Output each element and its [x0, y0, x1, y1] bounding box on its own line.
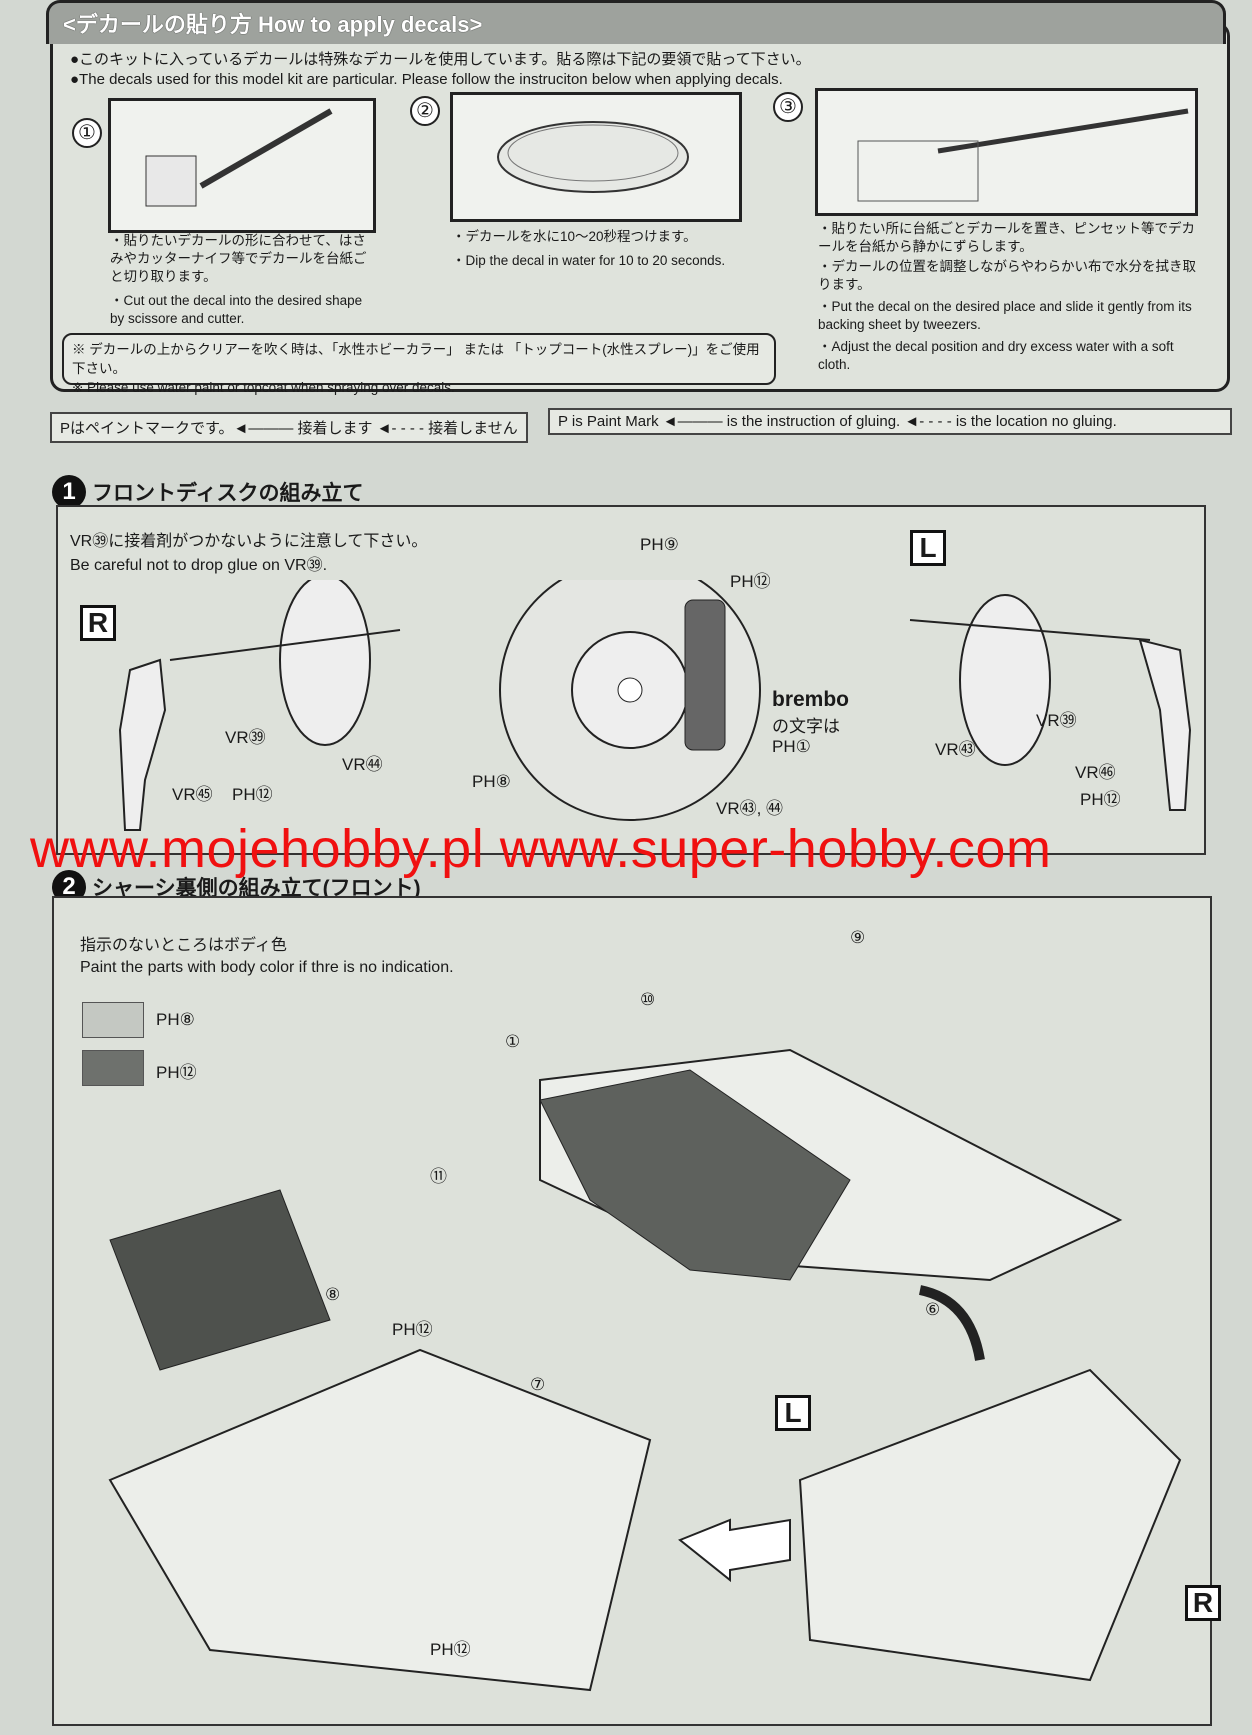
- part-11: ⑪: [430, 1167, 447, 1186]
- part-9: ⑨: [850, 928, 866, 947]
- decal-intro: ●このキットに入っているデカールは特殊なデカールを使用しています。貼る際は下記の…: [70, 50, 1110, 90]
- step1-badge: 1: [52, 475, 86, 509]
- scissors-hand-icon: [145, 108, 333, 207]
- step3-jp: ・貼りたい所に台紙ごとデカールを置き、ピンセット等でデカールを台紙から静かにずら…: [818, 221, 1196, 254]
- part-8: ⑧: [325, 1285, 341, 1304]
- step3-jp2: ・デカールの位置を調整しながらやわらかい布で水分を拭き取ります。: [818, 259, 1196, 292]
- swatch-ph8: [82, 1002, 144, 1038]
- chassis-assembly-diagram: [108, 1048, 1182, 1692]
- label-ph1: PH①: [772, 737, 811, 756]
- step2-note-jp: 指示のないところはボディ色: [80, 937, 287, 954]
- label-vr45: VR㊺: [172, 785, 213, 804]
- step2-jp: ・デカールを水に10〜20秒程つけます。: [452, 229, 697, 244]
- flow-arrow-left: [678, 1518, 791, 1583]
- label-vr39-left: VR㊴: [1036, 711, 1077, 730]
- step2-en: ・Dip the decal in water for 10 to 20 sec…: [452, 253, 726, 268]
- note-jp: ※ デカールの上からクリアーを吹く時は、「水性ホビーカラー」 または 「トップコ…: [72, 342, 760, 376]
- part-6: ⑥: [925, 1300, 941, 1319]
- step1-text: ・貼りたいデカールの形に合わせて、はさみやカッターナイフ等でデカールを台紙ごと切…: [110, 232, 370, 328]
- intro-en: ●The decals used for this model kit are …: [70, 71, 783, 88]
- lower-chassis-right: [798, 1368, 1182, 1682]
- step3-text: ・貼りたい所に台紙ごとデカールを置き、ピンセット等でデカールを台紙から静かにずら…: [818, 220, 1208, 374]
- label-vr46: VR㊻: [1075, 763, 1116, 782]
- label-vr39-right: VR㊴: [225, 728, 266, 747]
- label-ph9: PH⑨: [640, 535, 679, 554]
- spray-note: ※ デカールの上からクリアーを吹く時は、「水性ホビーカラー」 または 「トップコ…: [62, 333, 776, 395]
- step1-title: フロントディスクの組み立て: [92, 482, 364, 505]
- lower-chassis-left: [108, 1189, 652, 1692]
- disc-assembly-diagram: [118, 580, 1192, 831]
- legend-jp: Pはペイントマークです。◄——— 接着します ◄- - - - 接着しません: [50, 412, 528, 443]
- label-ph12-top: PH⑫: [392, 1320, 433, 1339]
- label-ph12-right: PH⑫: [232, 785, 273, 804]
- step2-left-label: L: [775, 1395, 811, 1431]
- label-ph12-bottom: PH⑫: [430, 1640, 471, 1659]
- part-1: ①: [505, 1032, 521, 1051]
- step3-en: ・Put the decal on the desired place and …: [818, 299, 1192, 332]
- water-dish-icon: [497, 121, 689, 193]
- step2-note-en: Paint the parts with body color if thre …: [80, 959, 454, 976]
- left-knuckle: [1138, 638, 1192, 811]
- cut-decal-illustration: [108, 98, 376, 233]
- note-en: ※ Please use water paint or topcoat when…: [72, 380, 455, 395]
- step-number-1: ①: [72, 118, 102, 148]
- label-vr44: VR㊹: [342, 755, 383, 774]
- left-side-label: L: [910, 530, 946, 566]
- step2-note: 指示のないところはボディ色 Paint the parts with body …: [80, 935, 454, 979]
- label-vr43-44: VR㊸, ㊹: [716, 799, 784, 818]
- step1-note-en: Be careful not to drop glue on VR㊴.: [70, 557, 328, 574]
- flow-arrow-down: [918, 1285, 985, 1361]
- label-vr43: VR㊸: [935, 740, 976, 759]
- brand-note: の文字は: [772, 717, 840, 736]
- step2-title: シャーシ裏側の組み立て(フロント): [92, 877, 421, 900]
- right-rotor: [169, 580, 401, 746]
- step2-right-label: R: [1185, 1585, 1221, 1621]
- decal-section-title: <デカールの貼り方 How to apply decals>: [46, 0, 1226, 44]
- swatch-ph8-label: PH⑧: [156, 1010, 195, 1029]
- right-side-label: R: [80, 605, 116, 641]
- label-ph12-left: PH⑫: [1080, 790, 1121, 809]
- step1-jp: ・貼りたいデカールの形に合わせて、はさみやカッターナイフ等でデカールを台紙ごと切…: [110, 233, 367, 284]
- brembo-label: brembo: [772, 688, 850, 711]
- step-number-3: ③: [773, 92, 803, 122]
- legend-en: P is Paint Mark ◄——— is the instruction …: [548, 408, 1232, 435]
- step1-note: VR㊴に接着剤がつかないように注意して下さい。 Be careful not t…: [70, 530, 427, 578]
- swatch-ph12-label: PH⑫: [156, 1063, 197, 1082]
- step3-en2: ・Adjust the decal position and dry exces…: [818, 339, 1174, 372]
- label-ph8: PH⑧: [472, 772, 511, 791]
- decal-title-text: <デカールの貼り方 How to apply decals>: [63, 12, 483, 37]
- water-dish-illustration: [450, 92, 742, 222]
- intro-jp: ●このキットに入っているデカールは特殊なデカールを使用しています。貼る際は下記の…: [70, 51, 811, 68]
- tweezers-hand-icon: [857, 108, 1189, 202]
- center-brake-disc: [499, 580, 761, 821]
- step2-header: 2 シャーシ裏側の組み立て(フロント): [52, 870, 421, 904]
- right-knuckle: [118, 658, 167, 831]
- step1-en: ・Cut out the decal into the desired shap…: [110, 293, 363, 326]
- step-number-2: ②: [410, 96, 440, 126]
- watermark: www.mojehobby.pl www.super-hobby.com: [30, 819, 1052, 879]
- slide-decal-illustration: [815, 88, 1198, 216]
- part-10: ⑩: [640, 990, 656, 1009]
- label-ph12-caliper: PH⑫: [730, 572, 771, 591]
- step1-header: 1 フロントディスクの組み立て: [52, 475, 364, 509]
- upper-chassis: [539, 1048, 1123, 1282]
- swatch-ph12: [82, 1050, 144, 1086]
- step2-text: ・デカールを水に10〜20秒程つけます。 ・Dip the decal in w…: [452, 228, 732, 270]
- part-7: ⑦: [530, 1375, 546, 1394]
- left-rotor: [909, 594, 1151, 766]
- step1-note-jp: VR㊴に接着剤がつかないように注意して下さい。: [70, 533, 428, 550]
